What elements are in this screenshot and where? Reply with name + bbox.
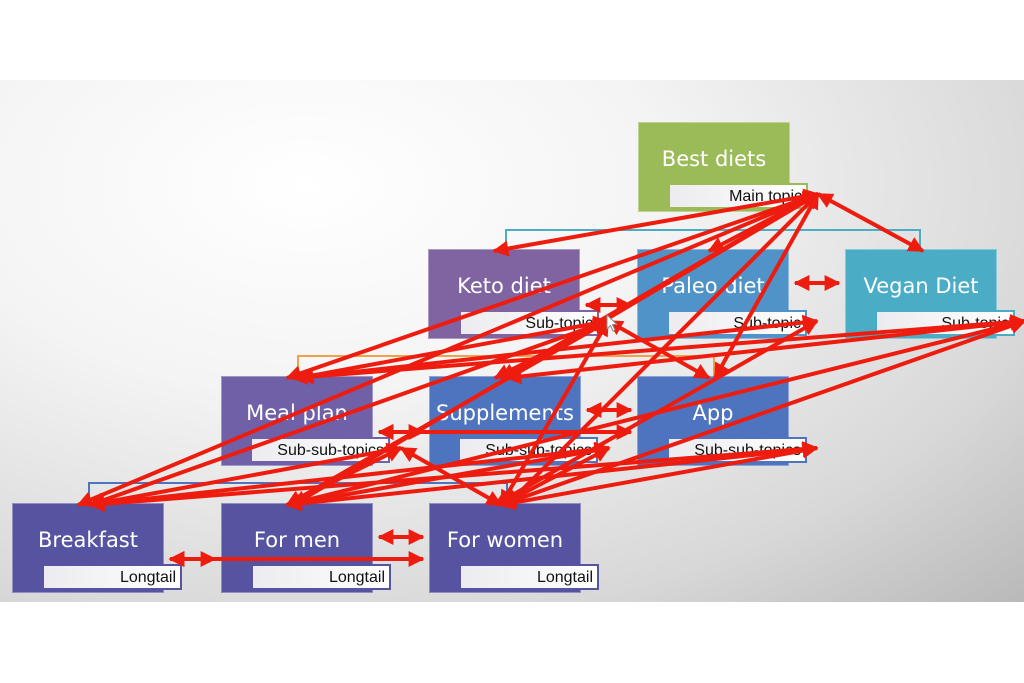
node-title: For women: [446, 528, 564, 552]
node-title: For men: [253, 528, 341, 552]
mouse-cursor-icon: [606, 314, 618, 332]
link-arrow-app-breakfast: [88, 441, 819, 512]
node-title: Vegan Diet: [863, 274, 979, 298]
link-arrow-main-vegan: [816, 192, 925, 253]
tag-breakfast-longtail: Longtail: [42, 564, 182, 590]
node-title: Best diets: [661, 147, 767, 171]
node-title: Breakfast: [38, 528, 138, 552]
tag-for-women-longtail: Longtail: [459, 564, 599, 590]
link-arrow-app-women: [499, 442, 819, 511]
